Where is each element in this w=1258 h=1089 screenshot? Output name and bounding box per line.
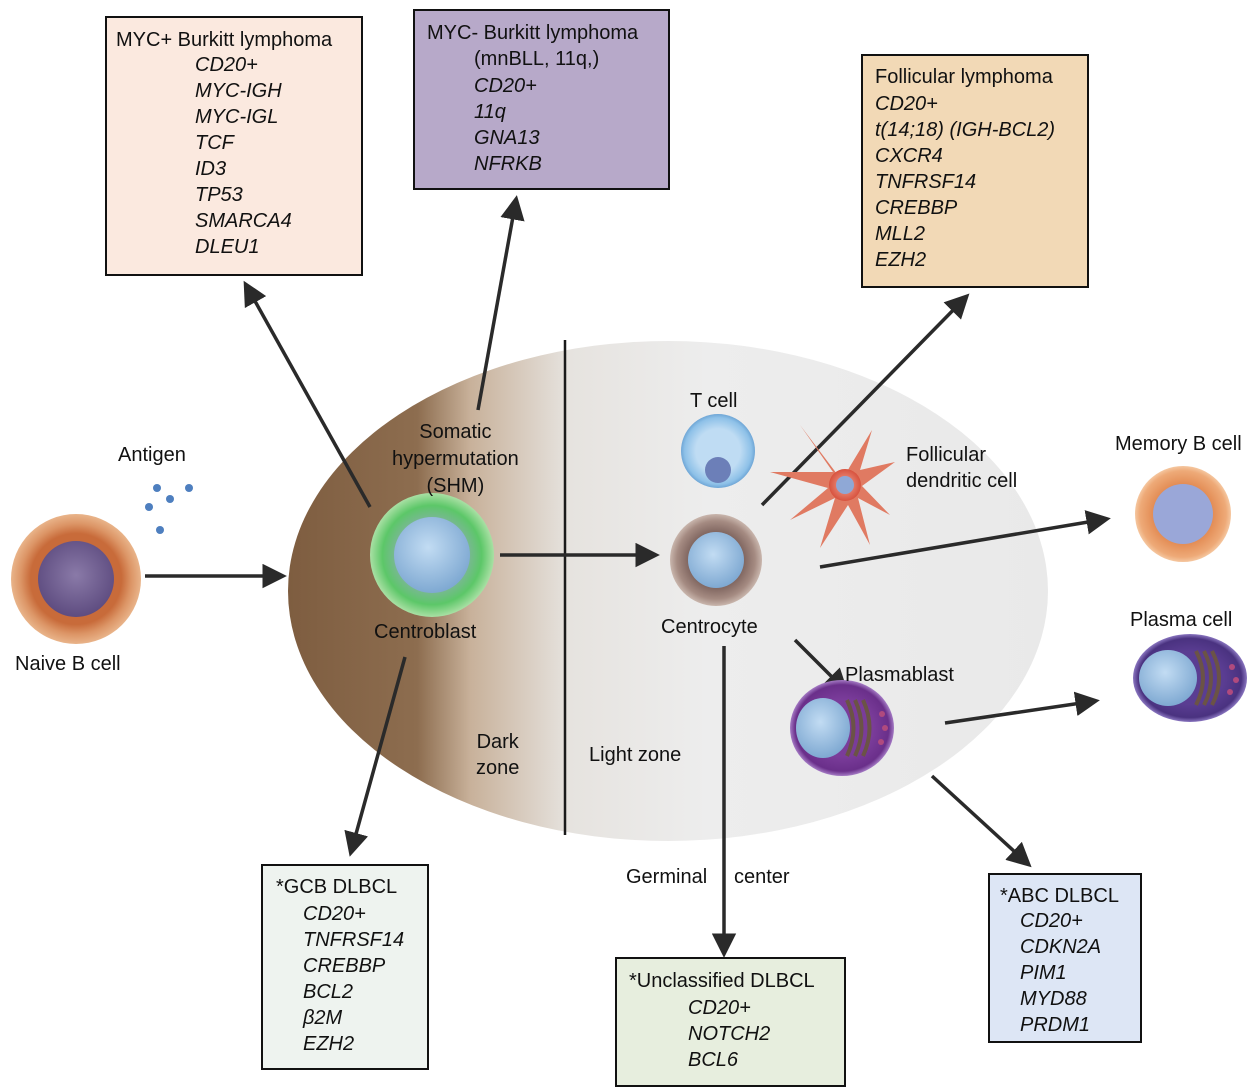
myc-negative-burkitt-box: MYC- Burkitt lymphoma (mnBLL, 11q,) CD20… — [413, 9, 670, 190]
box-title: *Unclassified DLBCL — [629, 970, 815, 992]
plasma-cell-label: Plasma cell — [1130, 609, 1233, 631]
dark-zone-label: Dark zone — [476, 729, 519, 781]
shm-line-2: hypermutation — [392, 448, 519, 470]
gene-item: PRDM1 — [1020, 1014, 1091, 1036]
gene-list: CD20+ CDKN2A PIM1 MYD88 PRDM1 — [1000, 908, 1140, 1038]
gene-list: (mnBLL, 11q,) CD20+ 11q GNA13 NFRKB — [427, 45, 668, 177]
memory-b-cell-label: Memory B cell — [1115, 433, 1242, 455]
gene-item: β2M — [303, 1007, 343, 1029]
gene-item: TNFRSF14 — [303, 929, 405, 951]
gene-item: CD20+ — [688, 997, 751, 1019]
gene-item: CD20+ — [474, 75, 537, 97]
box-title: *ABC DLBCL — [1000, 885, 1119, 907]
gene-list: CD20+ NOTCH2 BCL6 — [629, 993, 844, 1073]
germinal-label: Germinal — [626, 866, 708, 888]
plasmablast-label: Plasmablast — [845, 664, 954, 686]
centrocyte-label: Centrocyte — [661, 616, 758, 638]
gene-item: CD20+ — [303, 903, 366, 925]
gene-item: CREBBP — [303, 955, 386, 977]
naive-b-cell — [11, 514, 141, 644]
gene-item: t(14;18) (IGH-BCL2) — [875, 119, 1056, 141]
center-label: center — [734, 866, 790, 888]
box-title: Follicular lymphoma — [875, 66, 1053, 88]
gene-item: CDKN2A — [1020, 936, 1102, 958]
shm-label: Somatic hypermutation (SHM) — [392, 419, 519, 500]
arrow-to-myc-neg-box — [476, 195, 525, 411]
centroblast-label: Centroblast — [374, 621, 477, 643]
gene-item: NFRKB — [474, 153, 542, 175]
gene-item: EZH2 — [303, 1033, 355, 1055]
plasmablast-cell — [790, 680, 894, 776]
gene-item: CREBBP — [875, 197, 958, 219]
follicular-dendritic-cell — [770, 425, 895, 548]
myc-positive-burkitt-box: MYC+ Burkitt lymphoma CD20+ MYC-IGH MYC-… — [105, 16, 363, 276]
t-cell — [681, 414, 755, 488]
gcb-dlbcl-box: *GCB DLBCL CD20+ TNFRSF14 CREBBP BCL2 β2… — [261, 864, 429, 1070]
fdc-line-2: dendritic cell — [906, 470, 1018, 492]
gene-item: MLL2 — [875, 223, 926, 245]
gene-item: MYC-IGL — [195, 106, 279, 128]
fdc-line-1: Follicular — [906, 444, 987, 466]
antigen-dots — [145, 484, 193, 534]
gene-item: NOTCH2 — [688, 1023, 771, 1045]
shm-line-1: Somatic — [419, 421, 492, 443]
memory-b-cell — [1135, 466, 1231, 562]
unclassified-dlbcl-box: *Unclassified DLBCL CD20+ NOTCH2 BCL6 — [615, 957, 846, 1087]
arrow-to-follicular-box — [760, 293, 970, 507]
gene-item: MYC-IGH — [195, 80, 282, 102]
box-subtitle: (mnBLL, 11q,) — [474, 48, 600, 70]
follicular-lymphoma-box: Follicular lymphoma CD20+ t(14;18) (IGH-… — [861, 54, 1089, 288]
gene-list: CD20+ TNFRSF14 CREBBP BCL2 β2M EZH2 — [276, 899, 427, 1057]
arrow-to-abc-box — [930, 774, 1032, 868]
arrow-to-myc-pos-box — [243, 280, 372, 508]
light-zone-label: Light zone — [589, 744, 682, 766]
box-title: MYC+ Burkitt lymphoma — [116, 29, 333, 51]
gene-item: EZH2 — [875, 249, 927, 271]
shm-line-3: (SHM) — [426, 475, 485, 497]
gene-item: CD20+ — [1020, 910, 1083, 932]
dark-zone-line-1: Dark — [476, 731, 519, 753]
gene-item: TCF — [195, 132, 234, 154]
gene-item: TNFRSF14 — [875, 171, 977, 193]
gene-item: GNA13 — [474, 127, 540, 149]
antigen-label: Antigen — [118, 444, 186, 466]
gene-item: SMARCA4 — [195, 210, 292, 232]
gene-item: MYD88 — [1020, 988, 1087, 1010]
box-title: MYC- Burkitt lymphoma — [427, 22, 639, 44]
gene-item: DLEU1 — [195, 236, 260, 258]
gene-item: PIM1 — [1020, 962, 1067, 984]
gene-item: BCL2 — [303, 981, 354, 1003]
centroblast-cell — [370, 493, 494, 617]
arrow-to-memory-b — [819, 510, 1111, 569]
plasma-cell — [1133, 634, 1247, 722]
t-cell-label: T cell — [690, 390, 738, 412]
arrow-to-gcb-box — [344, 656, 407, 857]
arrow-to-plasma-cell — [944, 691, 1100, 725]
dark-zone-line-2: zone — [476, 757, 520, 779]
gene-item: ID3 — [195, 158, 227, 180]
gene-list: CD20+ MYC-IGH MYC-IGL TCF ID3 TP53 SMARC… — [116, 52, 361, 260]
centrocyte-cell — [670, 514, 762, 606]
box-title: *GCB DLBCL — [276, 876, 398, 898]
gene-item: CD20+ — [195, 54, 258, 76]
gene-item: CXCR4 — [875, 145, 943, 167]
gene-item: BCL6 — [688, 1049, 739, 1071]
gene-list: CD20+ t(14;18) (IGH-BCL2) CXCR4 TNFRSF14… — [875, 89, 1087, 273]
gene-item: TP53 — [195, 184, 243, 206]
naive-b-cell-label: Naive B cell — [15, 653, 121, 675]
gene-item: 11q — [474, 101, 506, 123]
abc-dlbcl-box: *ABC DLBCL CD20+ CDKN2A PIM1 MYD88 PRDM1 — [988, 873, 1142, 1043]
gene-item: CD20+ — [875, 93, 938, 115]
fdc-label: Follicular dendritic cell — [906, 442, 1017, 494]
